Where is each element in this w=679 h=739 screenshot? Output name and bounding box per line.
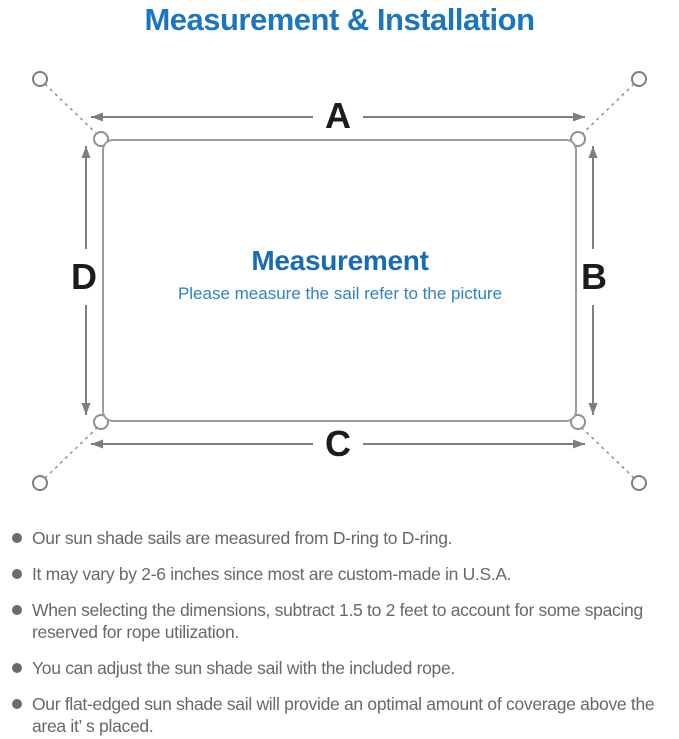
page-title: Measurement & Installation: [144, 2, 535, 37]
anchor-point-circle-top-left: [32, 71, 48, 87]
note-item: It may vary by 2-6 inches since most are…: [12, 563, 677, 585]
corner-d-ring-bottom-left: [93, 414, 109, 430]
corner-d-ring-bottom-right: [570, 414, 586, 430]
rope-dashed-line-top-left: [44, 83, 100, 137]
anchor-point-circle-bottom-right: [631, 475, 647, 491]
dimension-label-c: C: [313, 424, 363, 464]
note-text: Our sun shade sails are measured from D-…: [32, 528, 453, 548]
note-text: It may vary by 2-6 inches since most are…: [32, 564, 512, 584]
bullet-icon: [12, 533, 22, 543]
corner-d-ring-top-right: [570, 131, 586, 147]
dimension-label-a: A: [313, 96, 363, 136]
measurement-heading: Measurement: [251, 245, 429, 276]
sail-center-caption: Measurement Please measure the sail refe…: [178, 245, 502, 304]
note-item: You can adjust the sun shade sail with t…: [12, 657, 677, 679]
corner-d-ring-top-left: [93, 131, 109, 147]
anchor-point-circle-top-right: [631, 71, 647, 87]
bullet-icon: [12, 605, 22, 615]
note-text: You can adjust the sun shade sail with t…: [32, 658, 455, 678]
note-item: When selecting the dimensions, subtract …: [12, 599, 677, 643]
notes-list: Our sun shade sails are measured from D-…: [12, 527, 677, 739]
anchor-point-circle-bottom-left: [32, 475, 48, 491]
note-text: When selecting the dimensions, subtract …: [32, 600, 643, 642]
rope-dashed-line-bottom-left: [44, 425, 100, 479]
rope-dashed-line-bottom-right: [579, 425, 635, 479]
note-text: Our flat-edged sun shade sail will provi…: [32, 694, 655, 736]
measurement-subheading: Please measure the sail refer to the pic…: [177, 284, 503, 303]
rope-dashed-line-top-right: [579, 83, 635, 137]
bullet-icon: [12, 569, 22, 579]
note-item: Our flat-edged sun shade sail will provi…: [12, 693, 677, 737]
bullet-icon: [12, 699, 22, 709]
sail-rectangle: [102, 139, 577, 422]
dimension-label-d: D: [68, 249, 100, 305]
note-item: Our sun shade sails are measured from D-…: [12, 527, 677, 549]
bullet-icon: [12, 663, 22, 673]
dimension-label-b: B: [578, 249, 610, 305]
